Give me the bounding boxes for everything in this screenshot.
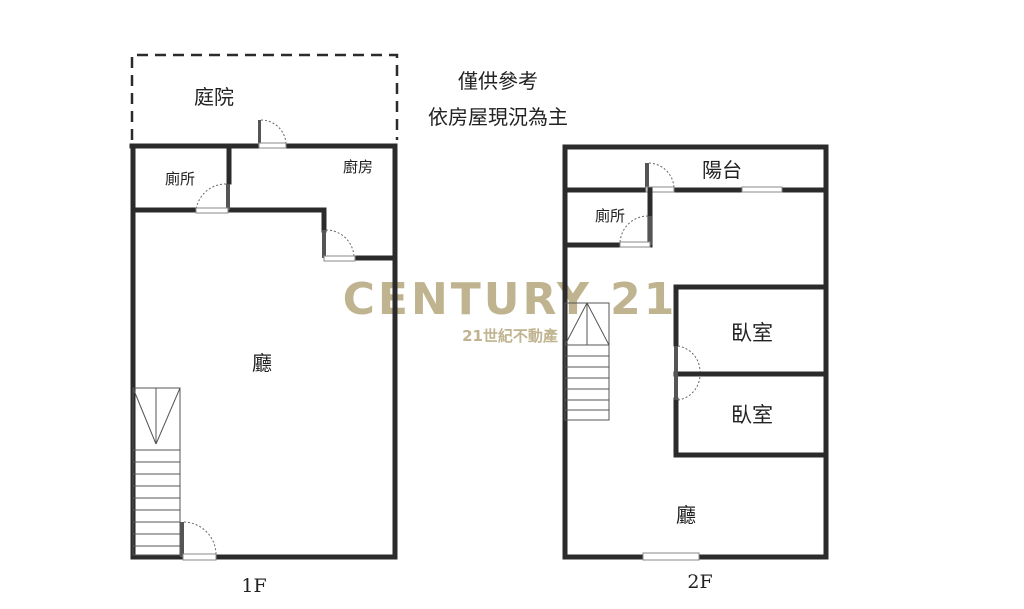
- window: [741, 186, 783, 193]
- stair-arrow: [155, 387, 181, 445]
- floor-2-plan: 陽台 廁所 臥室 臥室 廳 2F: [562, 144, 829, 593]
- disclaimer-line-2: 依房屋現況為主: [428, 105, 568, 129]
- watermark-reg-mark: ®: [655, 289, 665, 300]
- door-swing: [677, 375, 701, 401]
- kitchen-label: 廚房: [343, 158, 373, 176]
- staircase-1f: [132, 387, 181, 556]
- door-leaf: [648, 216, 652, 245]
- toilet-label-1f: 廁所: [165, 170, 195, 188]
- bedroom-1-label: 臥室: [731, 321, 773, 345]
- floor-2-label: 2F: [687, 571, 712, 593]
- toilet-label-2f: 廁所: [595, 207, 625, 225]
- door-leaf: [180, 522, 184, 557]
- door-leaf: [645, 163, 649, 190]
- watermark: CENTURY 21 ® 21世紀不動產: [343, 274, 678, 345]
- balcony-label: 陽台: [702, 158, 742, 182]
- disclaimer-line-1: 僅供參考: [458, 69, 538, 93]
- door-leaf: [322, 230, 326, 258]
- living-room-label-1f: 廳: [252, 351, 272, 375]
- floor-1-label: 1F: [241, 575, 266, 597]
- door-swing: [677, 345, 701, 373]
- courtyard-label: 庭院: [194, 85, 234, 109]
- stair-arrow: [132, 387, 157, 445]
- stair-arrow: [564, 302, 588, 346]
- staircase-2f: [564, 302, 610, 421]
- stair-arrow: [586, 302, 610, 346]
- threshold: [195, 207, 229, 214]
- door-swing: [619, 215, 649, 246]
- threshold: [619, 241, 651, 248]
- threshold: [258, 142, 287, 149]
- door-swing: [183, 521, 217, 558]
- door-leaf: [674, 346, 678, 374]
- bedroom-2-label: 臥室: [731, 403, 773, 427]
- watermark-brand: CENTURY 21: [343, 274, 678, 325]
- window: [642, 552, 700, 561]
- floor-1-plan: 庭院 廁所 廚房 廳 1F: [129, 53, 399, 597]
- watermark-subtitle: 21世紀不動產: [462, 327, 558, 345]
- door-swing: [195, 183, 227, 211]
- door-leaf: [674, 374, 678, 400]
- door-leaf: [226, 184, 230, 210]
- threshold: [182, 553, 217, 561]
- courtyard-outline: [130, 53, 399, 140]
- threshold: [323, 255, 356, 262]
- living-room-label-2f: 廳: [676, 503, 696, 527]
- door-swing: [325, 229, 355, 259]
- door-swing: [260, 119, 287, 147]
- threshold: [645, 186, 675, 193]
- door-leaf: [258, 120, 261, 146]
- door-swing: [648, 162, 675, 191]
